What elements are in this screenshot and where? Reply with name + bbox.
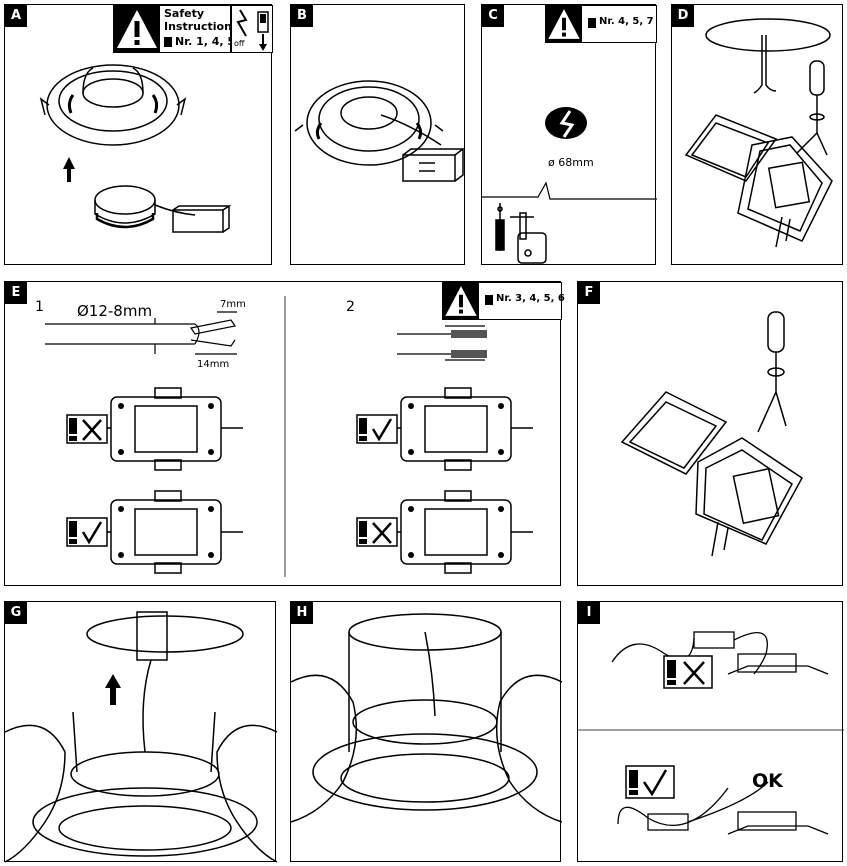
cutout-diameter: ø 68mm xyxy=(548,156,594,169)
panel-letter-h: H xyxy=(291,602,313,624)
panel-letter-g: G xyxy=(5,602,27,624)
wrong-right-connection-illustration xyxy=(578,631,844,835)
panel-a: A Safety Instructions Nr. 1, 4, 5 off xyxy=(4,4,273,265)
manual-book-icon xyxy=(164,37,172,47)
warning-triangle-icon xyxy=(546,6,582,42)
panel-letter-d: D xyxy=(672,5,694,27)
warning-ref-box: Nr. 4, 5, 7 xyxy=(545,5,657,43)
lightning-icon xyxy=(559,110,575,138)
strip-length-long: 14mm xyxy=(197,359,230,370)
panel-c: C Nr. 4, 5, 7 ø 68mm xyxy=(481,4,657,265)
check-icon xyxy=(66,517,108,547)
ceiling-cutout-illustration xyxy=(482,107,657,264)
spotlight-connected-illustration xyxy=(294,80,466,182)
cross-icon xyxy=(663,655,713,689)
arrow-up-icon xyxy=(105,674,121,705)
panel-e: E 1 2 Ø12-8mm 7mm 14mm Nr. 3, 4, 5, 6 xyxy=(4,281,565,586)
press-into-ceiling-illustration xyxy=(290,613,563,823)
safety-instructions-box: Safety Instructions Nr. 1, 4, 5 xyxy=(113,5,238,53)
lightning-switch-icon xyxy=(236,9,269,51)
strip-length-short: 7mm xyxy=(220,299,246,310)
cross-icon xyxy=(66,414,108,444)
safety-title-2: Instructions xyxy=(164,20,239,33)
step-2-label: 2 xyxy=(346,299,355,315)
check-icon xyxy=(356,414,398,444)
panel-letter-b: B xyxy=(291,5,313,27)
cross-icon xyxy=(356,517,398,547)
step-1-label: 1 xyxy=(35,299,44,315)
panel-letter-a: A xyxy=(5,5,27,27)
cable-diameter: Ø12-8mm xyxy=(77,302,153,320)
panel-letter-f: F xyxy=(578,282,600,304)
safety-ref: Nr. 1, 4, 5 xyxy=(175,35,236,48)
terminal-box-open-illustration xyxy=(684,18,833,248)
insert-into-ceiling-illustration xyxy=(4,611,278,863)
warning-ref: Nr. 3, 4, 5, 6 xyxy=(496,293,565,304)
warning-triangle-icon xyxy=(114,6,160,52)
off-label: off xyxy=(234,39,245,48)
manual-book-icon xyxy=(485,295,493,305)
panel-b: B xyxy=(290,4,466,265)
spotlight-ring-illustration xyxy=(39,64,232,233)
screwdriver-icon xyxy=(809,60,825,133)
panel-letter-e: E xyxy=(5,282,27,304)
panel-f: F xyxy=(577,281,843,586)
safety-title: Safety xyxy=(164,7,205,20)
ok-label: OK xyxy=(752,770,783,792)
panel-letter-c: C xyxy=(482,5,504,27)
panel-h: H xyxy=(290,601,563,862)
terminal-box-close-illustration xyxy=(620,311,803,557)
panel-i: I OK xyxy=(577,601,844,862)
power-off-box: off xyxy=(231,5,273,53)
panel-letter-i: I xyxy=(578,602,600,624)
warning-triangle-icon xyxy=(443,283,479,319)
wiring-steps-illustration xyxy=(45,296,533,577)
screwdriver-icon xyxy=(767,311,785,392)
warning-ref: Nr. 4, 5, 7 xyxy=(599,16,654,27)
warning-ref-box: Nr. 3, 4, 5, 6 xyxy=(442,282,565,320)
panel-d: D xyxy=(671,4,843,265)
arrow-up-icon xyxy=(63,157,75,182)
check-icon xyxy=(625,765,675,799)
manual-book-icon xyxy=(588,18,596,28)
panel-g: G xyxy=(4,601,278,863)
